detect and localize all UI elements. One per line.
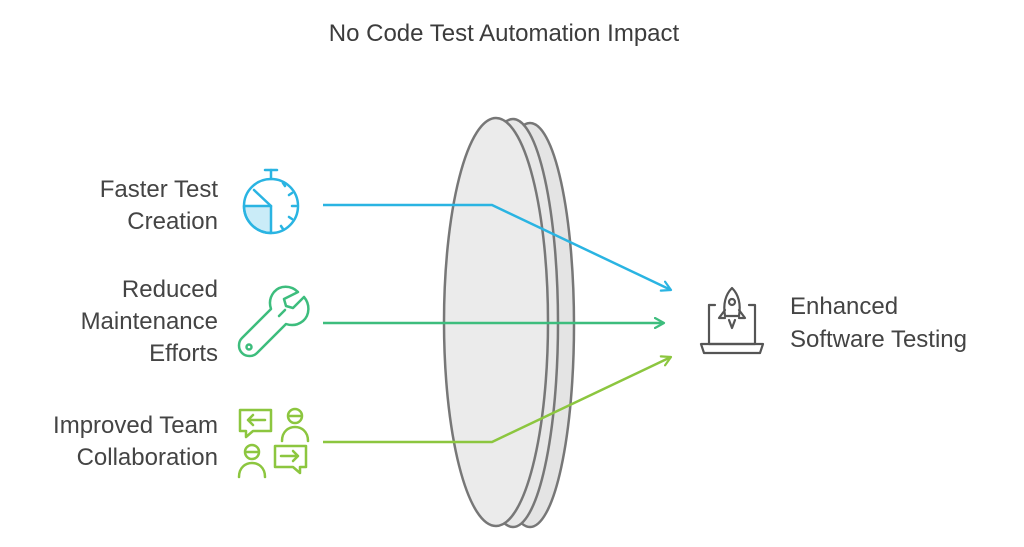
arrow-improved-collaboration xyxy=(323,357,671,444)
stopwatch-icon xyxy=(242,168,300,235)
input-label-reduced-maintenance-efforts: Reduced Maintenance Efforts xyxy=(80,276,218,367)
laptop-rocket-icon xyxy=(699,286,765,355)
team-chat-icon xyxy=(237,407,310,479)
wrench-icon xyxy=(237,285,310,358)
input-label-improved-team-collaboration: Improved Team Collaboration xyxy=(53,412,218,471)
output-label-enhanced-software-testing: Enhanced Software Testing xyxy=(790,293,967,353)
diagram-title: No Code Test Automation Impact xyxy=(328,20,680,47)
arrow-faster-test-creation xyxy=(323,203,671,290)
input-label-faster-test-creation: Faster Test Creation xyxy=(99,176,218,235)
